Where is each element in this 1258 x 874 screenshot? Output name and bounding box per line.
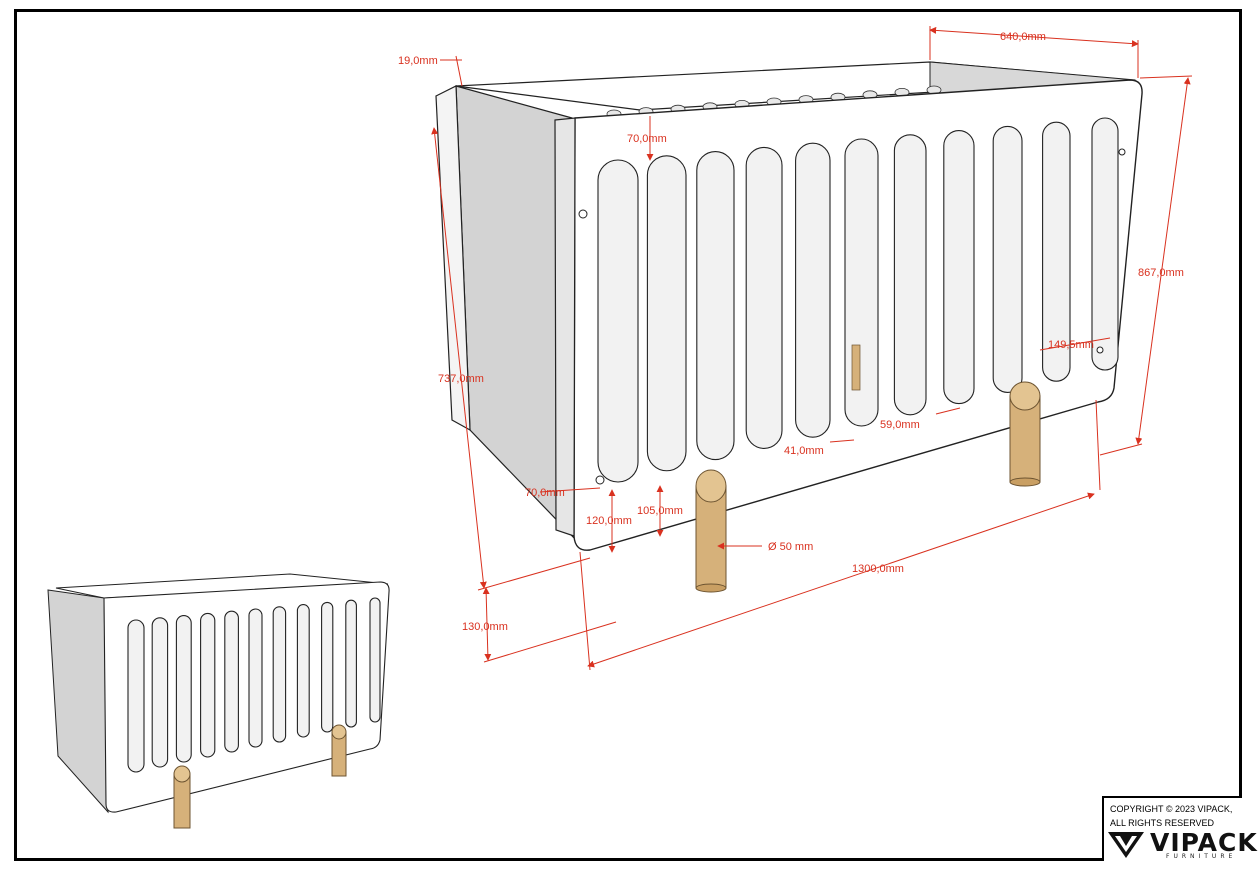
preview-slot <box>248 608 263 748</box>
preview-left-side <box>47 589 109 814</box>
dim-length: 1300,0mm <box>852 563 904 575</box>
preview-slot <box>200 612 216 758</box>
front-slot <box>844 138 879 427</box>
front-panel-edge <box>554 117 576 537</box>
preview-leg-left <box>173 765 191 829</box>
preview-slot <box>296 604 310 738</box>
dim-leg-diameter: Ø 50 mm <box>768 541 813 553</box>
front-slot <box>646 155 687 472</box>
screw-hole <box>1118 148 1126 156</box>
dim-thickness: 19,0mm <box>398 55 438 67</box>
preview-slot <box>175 615 192 763</box>
dimension-lines <box>431 26 1193 671</box>
preview-slot <box>272 606 287 743</box>
dim-side-offset: 149,5mm <box>1048 339 1094 351</box>
front-slot <box>696 151 735 461</box>
preview-slot <box>151 617 169 768</box>
preview-slot <box>127 619 145 773</box>
brand-logo: VIPACK FURNITURE <box>1106 828 1257 860</box>
dim-leg-height: 130,0mm <box>462 621 508 633</box>
front-right-leg <box>1009 381 1041 487</box>
screw-hole <box>595 475 605 485</box>
main-crib-view <box>435 61 1143 593</box>
preview-leg-right <box>331 724 347 777</box>
preview-crib-view <box>47 573 390 829</box>
dim-panel-height: 737,0mm <box>438 373 484 385</box>
preview-front-panel <box>103 581 390 813</box>
dim-slat-pitch: 59,0mm <box>880 419 920 431</box>
vipack-logo-icon <box>1108 832 1144 858</box>
preview-slot <box>345 599 357 728</box>
dim-side-gap: 70,0mm <box>525 487 565 499</box>
front-slot <box>943 130 975 405</box>
screw-hole <box>578 209 588 219</box>
copyright-line-1: COPYRIGHT © 2023 VIPACK, <box>1110 804 1233 814</box>
dim-bottom-rail: 120,0mm <box>586 515 632 527</box>
front-slot <box>893 134 927 416</box>
dim-width: 640,0mm <box>1000 31 1046 43</box>
dim-top-gap: 70,0mm <box>627 133 667 145</box>
copyright-notice: COPYRIGHT © 2023 VIPACK, ALL RIGHTS RESE… <box>1110 802 1232 830</box>
front-slot <box>1091 117 1119 371</box>
front-slots <box>597 117 1119 483</box>
preview-slot <box>369 597 381 723</box>
dim-height-total: 867,0mm <box>1138 267 1184 279</box>
front-slot <box>1042 121 1071 382</box>
preview-front-slots <box>127 597 381 773</box>
title-block: COPYRIGHT © 2023 VIPACK, ALL RIGHTS RESE… <box>1102 796 1257 861</box>
front-slot <box>597 159 639 483</box>
preview-back-panel <box>55 573 389 599</box>
front-slot <box>992 125 1023 393</box>
dimension-labels: 19,0mm 640,0mm 70,0mm 867,0mm 737,0mm 41… <box>398 31 1184 633</box>
front-slot <box>795 142 831 438</box>
front-slot <box>745 146 783 449</box>
screw-hole <box>1096 346 1104 354</box>
brand-subtitle: FURNITURE <box>1166 853 1237 860</box>
copyright-line-2: ALL RIGHTS RESERVED <box>1110 818 1215 828</box>
dim-slat-width: 41,0mm <box>784 445 824 457</box>
back-leg <box>851 344 861 391</box>
preview-slot <box>224 610 239 753</box>
front-left-leg <box>695 469 727 593</box>
preview-slot <box>321 601 334 733</box>
brand-name: VIPACK <box>1150 828 1258 857</box>
dim-bottom-gap: 105,0mm <box>637 505 683 517</box>
